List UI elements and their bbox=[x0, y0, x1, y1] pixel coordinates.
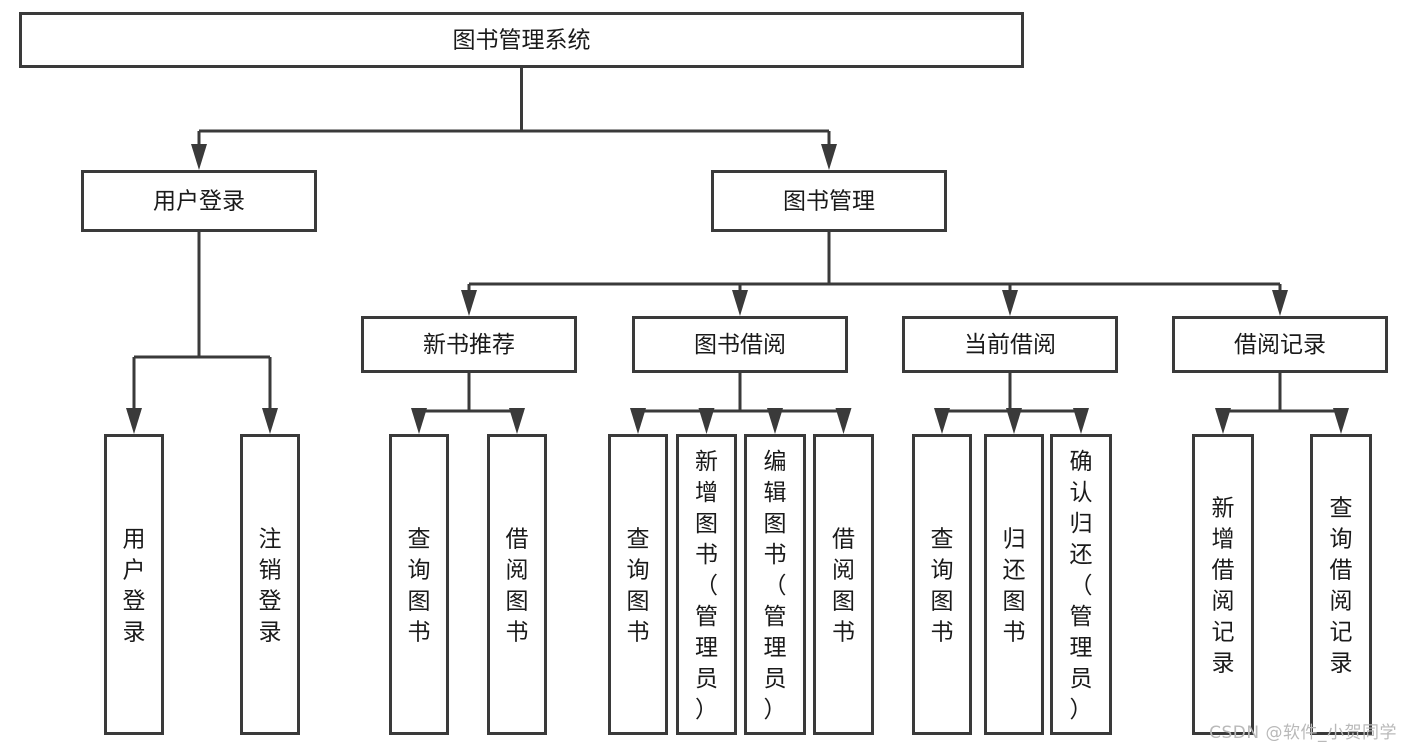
node-user-login[interactable]: 用户登录 bbox=[81, 170, 317, 232]
node-box bbox=[1310, 434, 1372, 735]
node-leaf-borrow-books[interactable]: 借阅图书 bbox=[813, 434, 874, 735]
node-label: 归还图书 bbox=[1003, 527, 1026, 646]
connector-arrowhead bbox=[1272, 290, 1288, 316]
node-leaf-return-books[interactable]: 归还图书 bbox=[984, 434, 1044, 735]
node-label: 用户登录 bbox=[153, 189, 245, 215]
node-leaf-query-borrow-record[interactable]: 查询借阅记录 bbox=[1310, 434, 1372, 735]
connector-arrowhead bbox=[821, 144, 837, 170]
connector-arrowhead bbox=[191, 144, 207, 170]
node-root[interactable]: 图书管理系统 bbox=[19, 12, 1024, 68]
node-box bbox=[1192, 434, 1254, 735]
node-label: 图书借阅 bbox=[694, 332, 786, 358]
node-label: 确认归还（管理员） bbox=[1070, 449, 1093, 723]
node-box bbox=[487, 434, 547, 735]
node-leaf-user-login[interactable]: 用户登录 bbox=[104, 434, 164, 735]
node-leaf-query-books-borrow[interactable]: 查询图书 bbox=[608, 434, 668, 735]
node-box bbox=[81, 170, 317, 232]
connector-arrowhead bbox=[509, 408, 525, 434]
node-new-book-recommend[interactable]: 新书推荐 bbox=[361, 316, 577, 373]
node-label: 图书管理系统 bbox=[453, 28, 591, 54]
node-label: 用户登录 bbox=[123, 527, 146, 646]
node-box bbox=[1050, 434, 1112, 735]
node-box bbox=[1172, 316, 1388, 373]
node-box bbox=[240, 434, 300, 735]
connector-arrowhead bbox=[732, 290, 748, 316]
connector-arrowhead bbox=[835, 408, 852, 434]
node-label: 编辑图书（管理员） bbox=[764, 449, 787, 723]
connector-arrowhead bbox=[1333, 408, 1349, 434]
node-label: 查询借阅记录 bbox=[1330, 496, 1353, 677]
node-leaf-borrow-books-recommend[interactable]: 借阅图书 bbox=[487, 434, 547, 735]
connector-arrowhead bbox=[934, 408, 950, 434]
node-box bbox=[744, 434, 806, 735]
connector-arrowhead bbox=[1215, 408, 1231, 434]
node-box bbox=[902, 316, 1118, 373]
node-leaf-confirm-return-admin[interactable]: 确认归还（管理员） bbox=[1050, 434, 1112, 735]
connector-arrowhead bbox=[126, 408, 142, 434]
node-box bbox=[632, 316, 848, 373]
node-label: 图书管理 bbox=[783, 189, 875, 215]
node-box bbox=[608, 434, 668, 735]
node-book-management[interactable]: 图书管理 bbox=[711, 170, 947, 232]
connector-arrowhead bbox=[767, 408, 783, 434]
node-label: 查询图书 bbox=[408, 527, 431, 646]
node-leaf-add-borrow-record[interactable]: 新增借阅记录 bbox=[1192, 434, 1254, 735]
node-box bbox=[813, 434, 874, 735]
node-leaf-add-book-admin[interactable]: 新增图书（管理员） bbox=[676, 434, 737, 735]
node-label: 当前借阅 bbox=[964, 332, 1056, 358]
connector-arrowhead bbox=[1073, 408, 1089, 434]
node-borrow-records[interactable]: 借阅记录 bbox=[1172, 316, 1388, 373]
node-box bbox=[984, 434, 1044, 735]
node-label: 查询图书 bbox=[627, 527, 650, 646]
node-box bbox=[912, 434, 972, 735]
nodes-layer: 图书管理系统用户登录图书管理新书推荐图书借阅当前借阅借阅记录用户登录注销登录查询… bbox=[19, 12, 1388, 735]
node-leaf-logout[interactable]: 注销登录 bbox=[240, 434, 300, 735]
connector-arrowhead bbox=[630, 408, 646, 434]
connector-arrowhead bbox=[262, 408, 278, 434]
node-leaf-query-books-current[interactable]: 查询图书 bbox=[912, 434, 972, 735]
connector-arrowhead bbox=[411, 408, 427, 434]
node-label: 新增图书（管理员） bbox=[695, 449, 718, 723]
connectors-layer bbox=[126, 68, 1349, 434]
node-box bbox=[19, 12, 1024, 68]
node-label: 注销登录 bbox=[259, 527, 282, 646]
node-label: 借阅记录 bbox=[1234, 332, 1326, 358]
connector-arrowhead bbox=[1002, 290, 1018, 316]
node-label: 新增借阅记录 bbox=[1212, 496, 1235, 677]
node-leaf-edit-book-admin[interactable]: 编辑图书（管理员） bbox=[744, 434, 806, 735]
node-label: 借阅图书 bbox=[506, 527, 529, 646]
node-label: 借阅图书 bbox=[832, 527, 855, 646]
node-box bbox=[676, 434, 737, 735]
node-box bbox=[361, 316, 577, 373]
node-current-borrow[interactable]: 当前借阅 bbox=[902, 316, 1118, 373]
connector-arrowhead bbox=[1006, 408, 1022, 434]
node-box bbox=[389, 434, 449, 735]
node-box bbox=[104, 434, 164, 735]
node-label: 新书推荐 bbox=[423, 332, 515, 358]
node-leaf-query-books-recommend[interactable]: 查询图书 bbox=[389, 434, 449, 735]
node-label: 查询图书 bbox=[931, 527, 954, 646]
connector-arrowhead bbox=[698, 408, 715, 434]
node-book-borrow[interactable]: 图书借阅 bbox=[632, 316, 848, 373]
node-box bbox=[711, 170, 947, 232]
csdn-watermark: CSDN @软件_小贺同学 bbox=[1209, 723, 1397, 743]
connector-arrowhead bbox=[461, 290, 477, 316]
